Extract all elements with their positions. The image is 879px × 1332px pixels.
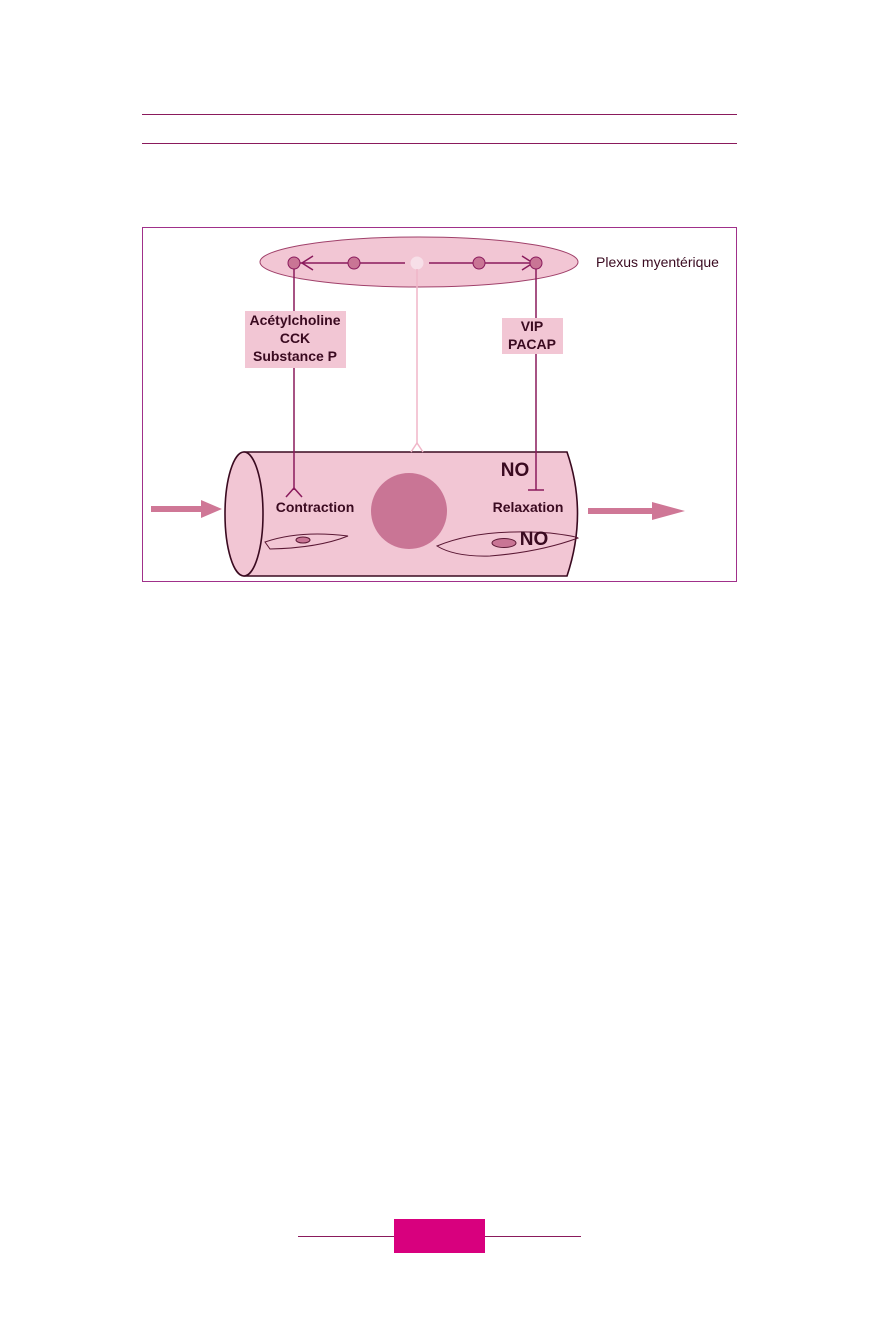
page-number-tab bbox=[394, 1219, 485, 1253]
flow-arrow-in bbox=[151, 500, 222, 518]
muscle-cell-right-nucleus bbox=[492, 539, 516, 548]
muscle-cell-left-nucleus bbox=[296, 537, 310, 543]
excitatory-transmitter-3: Substance P bbox=[253, 348, 337, 364]
relaxation-label: Relaxation bbox=[493, 499, 564, 515]
neuron-interneuron-1 bbox=[348, 257, 360, 269]
excitatory-transmitter-2: CCK bbox=[280, 330, 310, 346]
flow-arrow-out bbox=[588, 502, 685, 520]
intestine-opening bbox=[225, 452, 263, 576]
inhibitory-transmitter-1: VIP bbox=[521, 318, 544, 334]
excitatory-transmitter-1: Acétylcholine bbox=[249, 312, 340, 328]
neuron-interneuron-2 bbox=[473, 257, 485, 269]
food-bolus bbox=[371, 473, 447, 549]
contraction-label: Contraction bbox=[276, 499, 355, 515]
neuron-sensory bbox=[411, 257, 423, 269]
plexus-label: Plexus myentérique bbox=[596, 254, 719, 270]
no-label-top: NO bbox=[501, 460, 530, 481]
neuron-excitatory bbox=[288, 257, 300, 269]
neuron-inhibitory bbox=[530, 257, 542, 269]
no-label-cell: NO bbox=[520, 529, 549, 550]
footer-rule-right bbox=[485, 1236, 581, 1237]
footer-rule-left bbox=[298, 1236, 394, 1237]
inhibitory-transmitter-2: PACAP bbox=[508, 336, 556, 352]
sensory-terminal-icon bbox=[411, 443, 423, 452]
